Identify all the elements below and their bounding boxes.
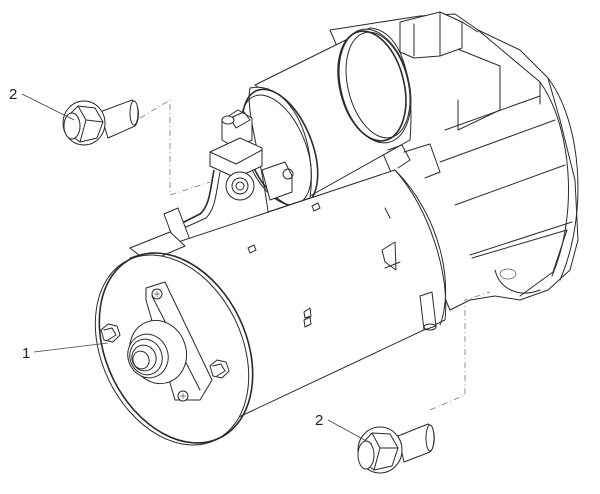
solenoid-terminal bbox=[163, 109, 294, 247]
leader-lines bbox=[21, 93, 373, 445]
flange-bolt-top bbox=[62, 99, 139, 146]
alignment-lines bbox=[139, 99, 491, 411]
callout-1: 1 bbox=[22, 345, 31, 362]
end-cap bbox=[94, 252, 254, 446]
callout-2-bottom: 2 bbox=[315, 412, 324, 429]
flange-bolt-bottom bbox=[357, 423, 435, 474]
callout-2-top: 2 bbox=[9, 86, 18, 103]
